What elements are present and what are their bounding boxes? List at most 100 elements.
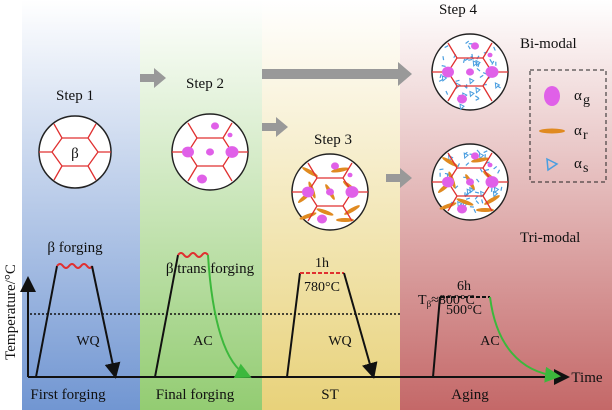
bimodal-label: Bi-modal	[520, 36, 577, 52]
grain-trimodal	[431, 143, 509, 221]
legend-alpha-g: α	[574, 88, 582, 104]
alpha-g-mark	[466, 68, 474, 76]
legend-alpha-s: α	[574, 156, 582, 172]
alpha-s-mark	[465, 162, 470, 166]
alpha-s-mark	[444, 172, 449, 175]
stage-bg-first-forging	[22, 0, 140, 410]
alpha-r-mark	[471, 157, 489, 163]
arrow-icon	[386, 168, 412, 188]
alpha-g-mark	[345, 186, 359, 198]
alpha-g-mark	[466, 178, 474, 186]
alpha-s-swatch	[546, 157, 559, 172]
alpha-g-mark	[485, 66, 499, 78]
alpha-g-mark	[471, 42, 479, 50]
alpha-s-mark	[477, 62, 480, 68]
alpha-s-mark	[476, 149, 481, 154]
alpha-s-mark	[475, 200, 480, 205]
alpha-r-swatch	[539, 128, 565, 134]
alpha-s-mark	[439, 168, 444, 171]
alpha-g-mark	[326, 188, 334, 196]
alpha-g-mark	[197, 174, 207, 184]
alpha-g-mark	[442, 66, 454, 78]
alpha-g-mark	[206, 148, 214, 156]
alpha-s-mark	[455, 79, 460, 82]
alpha-g-mark	[302, 186, 314, 198]
alpha-s-mark	[462, 58, 466, 63]
alpha-s-mark	[441, 65, 446, 68]
legend: α g α r α s	[529, 69, 607, 183]
st-temp-label: 780°C	[304, 280, 340, 295]
alpha-s-mark	[489, 58, 493, 64]
alpha-g-mark	[487, 162, 493, 168]
alpha-g-mark	[347, 172, 353, 178]
grain-step2	[171, 113, 249, 191]
legend-alpha-r-sub: r	[583, 128, 588, 143]
alpha-g-mark	[442, 176, 454, 188]
alpha-g-mark	[225, 146, 239, 158]
stage-label-final-forging: Final forging	[156, 387, 235, 403]
stage-label-aging: Aging	[451, 387, 489, 403]
process-curves	[35, 252, 561, 383]
beta-label: β	[71, 146, 79, 162]
arrow-icon	[262, 117, 288, 137]
arrow-icon	[262, 62, 412, 86]
alpha-r-mark	[316, 208, 334, 216]
alpha-r-mark	[442, 157, 458, 167]
alpha-s-mark	[496, 85, 501, 89]
alpha-s-mark	[481, 199, 484, 204]
aging-time-label: 6h	[457, 279, 471, 294]
step-3-label: Step 3	[314, 132, 352, 148]
alpha-g-mark	[331, 162, 339, 170]
alpha-s-mark	[441, 75, 448, 82]
alpha-s-mark	[445, 90, 449, 95]
alpha-s-mark	[493, 165, 498, 170]
beta-trans-forging-label: β trans forging	[166, 261, 255, 277]
alpha-s-mark	[474, 191, 480, 194]
stage-label-first-forging: First forging	[30, 387, 106, 403]
grain-bimodal	[431, 33, 509, 111]
alpha-s-mark	[479, 74, 484, 78]
alpha-s-mark	[483, 150, 488, 154]
alpha-r-mark	[331, 167, 349, 173]
x-axis-label: Time	[571, 370, 602, 386]
alpha-s-mark	[500, 186, 503, 191]
trimodal-label: Tri-modal	[520, 230, 580, 246]
alpha-r-mark	[456, 198, 474, 206]
alpha-s-mark	[491, 60, 495, 65]
stage-label-st: ST	[321, 387, 339, 403]
st-time-label: 1h	[315, 256, 329, 271]
wq-label-1: WQ	[76, 334, 99, 349]
alpha-s-mark	[478, 152, 485, 160]
alpha-r-mark	[336, 218, 354, 222]
alpha-s-mark	[476, 68, 481, 72]
alpha-g-mark	[182, 146, 194, 158]
grain-step3	[291, 153, 369, 231]
y-axis-label: Temperature/°C	[3, 264, 19, 360]
step-4-label: Step 4	[439, 2, 477, 18]
alpha-g-mark	[487, 52, 493, 58]
wq-label-2: WQ	[328, 334, 351, 349]
alpha-g-mark	[211, 122, 219, 130]
alpha-s-mark	[479, 168, 483, 173]
alpha-s-mark	[464, 58, 469, 61]
alpha-s-mark	[474, 95, 479, 99]
alpha-s-mark	[465, 40, 470, 44]
alpha-g-mark	[457, 204, 467, 214]
alpha-s-mark	[469, 90, 475, 98]
alpha-s-mark	[471, 53, 474, 59]
beta-forging-label: β forging	[47, 240, 103, 256]
alpha-g-mark	[227, 132, 233, 138]
alpha-g-mark	[317, 214, 327, 224]
alpha-g-mark	[457, 94, 467, 104]
alpha-s-mark	[493, 46, 496, 51]
step-1-label: Step 1	[56, 88, 94, 104]
legend-alpha-r: α	[574, 123, 582, 139]
alpha-g-mark	[471, 152, 479, 160]
beta-grain-step1: β	[38, 115, 112, 189]
alpha-r-mark	[476, 208, 494, 212]
alpha-s-mark	[468, 58, 473, 61]
alpha-g-swatch	[544, 86, 560, 106]
ac-label-2: AC	[480, 334, 499, 349]
alpha-s-mark	[473, 208, 477, 213]
